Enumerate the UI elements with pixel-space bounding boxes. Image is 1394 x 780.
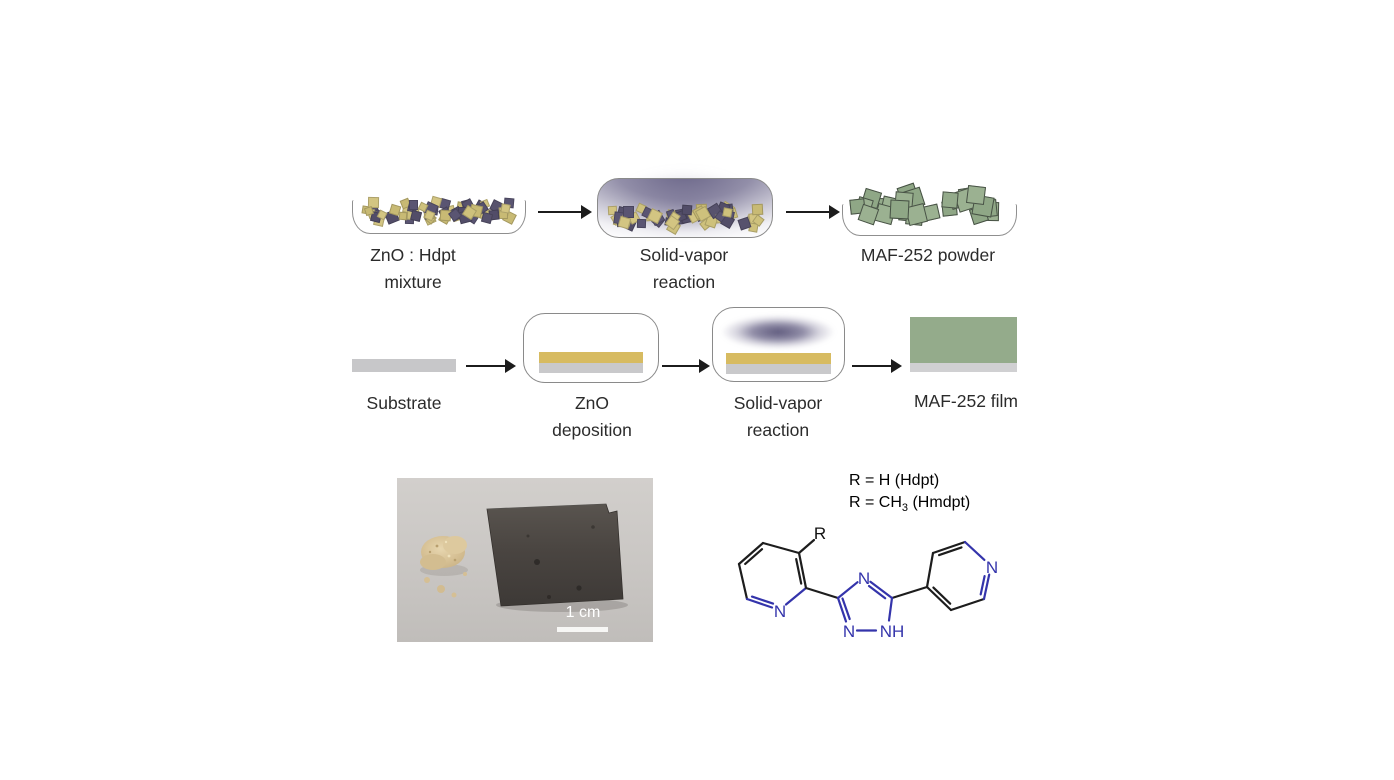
- step-label-mixture: ZnO : Hdpt mixture: [333, 242, 493, 295]
- maf-252-film-block: [910, 317, 1017, 363]
- zno-hdpt-mixture-powder: [598, 179, 772, 237]
- label-line: reaction: [746, 419, 810, 440]
- pyridine-left-n-label: N: [774, 602, 786, 621]
- film-plate: [486, 503, 624, 607]
- sealed-vessel: [712, 307, 845, 382]
- powder-cube: [966, 185, 987, 206]
- powder-cube: [408, 200, 419, 210]
- powder-cube: [617, 215, 631, 229]
- label-line: mixture: [384, 271, 442, 292]
- label-line: deposition: [552, 419, 632, 440]
- r-definition-line: R = H (Hdpt): [849, 472, 940, 489]
- label-line: Solid-vapor: [733, 393, 823, 413]
- film-substrate-strip: [910, 363, 1017, 372]
- arrow-shaft: [852, 364, 893, 368]
- arrow-head-icon: [699, 359, 710, 373]
- powder-cube: [636, 219, 646, 229]
- step-label-solid-vapor-1: Solid-vapor reaction: [604, 242, 764, 295]
- label-line: Solid-vapor: [639, 245, 729, 265]
- photo-artwork: [420, 503, 628, 612]
- step-label-solid-vapor-2: Solid-vapor reaction: [698, 390, 858, 443]
- arrow-shaft: [662, 364, 701, 368]
- label-line: ZnO: [574, 393, 610, 413]
- reaction-arrow: [662, 358, 710, 374]
- zno-layer: [726, 353, 831, 364]
- arrow-shaft: [466, 364, 507, 368]
- zno-hdpt-mixture-powder: [356, 193, 520, 231]
- sample-photo: 1 cm: [397, 478, 653, 642]
- step-label-maf-powder: MAF-252 powder: [860, 245, 996, 265]
- arrow-shaft: [538, 210, 583, 214]
- label-line: reaction: [652, 271, 716, 292]
- deposition-vessel: [523, 313, 659, 383]
- sealed-vessel: [597, 178, 773, 238]
- powder-cube: [681, 204, 692, 215]
- zno-layer: [539, 352, 643, 363]
- reaction-arrow: [786, 204, 840, 220]
- step-label-maf-film: MAF-252 film: [913, 391, 1019, 411]
- label-line: ZnO : Hdpt: [370, 245, 456, 265]
- reaction-arrow: [852, 358, 902, 374]
- substrate-bar: [352, 359, 456, 372]
- r-definition-line: R = CH3 (Hmdpt): [849, 493, 971, 514]
- arrow-head-icon: [505, 359, 516, 373]
- crucible-dish: [352, 200, 526, 234]
- step-label-zno-deposition: ZnO deposition: [512, 390, 672, 443]
- step-label-substrate: Substrate: [366, 393, 442, 413]
- triazole-nh-label: NH: [880, 622, 905, 641]
- vapor-cloud: [721, 315, 835, 349]
- hdpt-molecule-structure: R N N N NH N: [737, 524, 998, 641]
- triazole-n2-label: N: [843, 622, 855, 641]
- pyridine-right-n-label: N: [986, 558, 998, 577]
- substrate-layer: [539, 363, 643, 373]
- triazole-n4-label: N: [858, 569, 870, 588]
- r-group-definitions: R = H (Hdpt) R = CH3 (Hmdpt): [849, 470, 970, 519]
- powder-cube: [752, 203, 764, 215]
- powder-pile: [420, 536, 467, 598]
- arrow-head-icon: [829, 205, 840, 219]
- scale-bar-label: 1 cm: [565, 604, 601, 621]
- reaction-arrow: [538, 204, 592, 220]
- r-substituent-label: R: [814, 524, 826, 543]
- crucible-dish: [842, 204, 1017, 236]
- reaction-arrow: [466, 358, 516, 374]
- arrow-shaft: [786, 210, 831, 214]
- substrate-layer: [726, 364, 831, 374]
- scale-bar: [557, 627, 608, 632]
- arrow-head-icon: [891, 359, 902, 373]
